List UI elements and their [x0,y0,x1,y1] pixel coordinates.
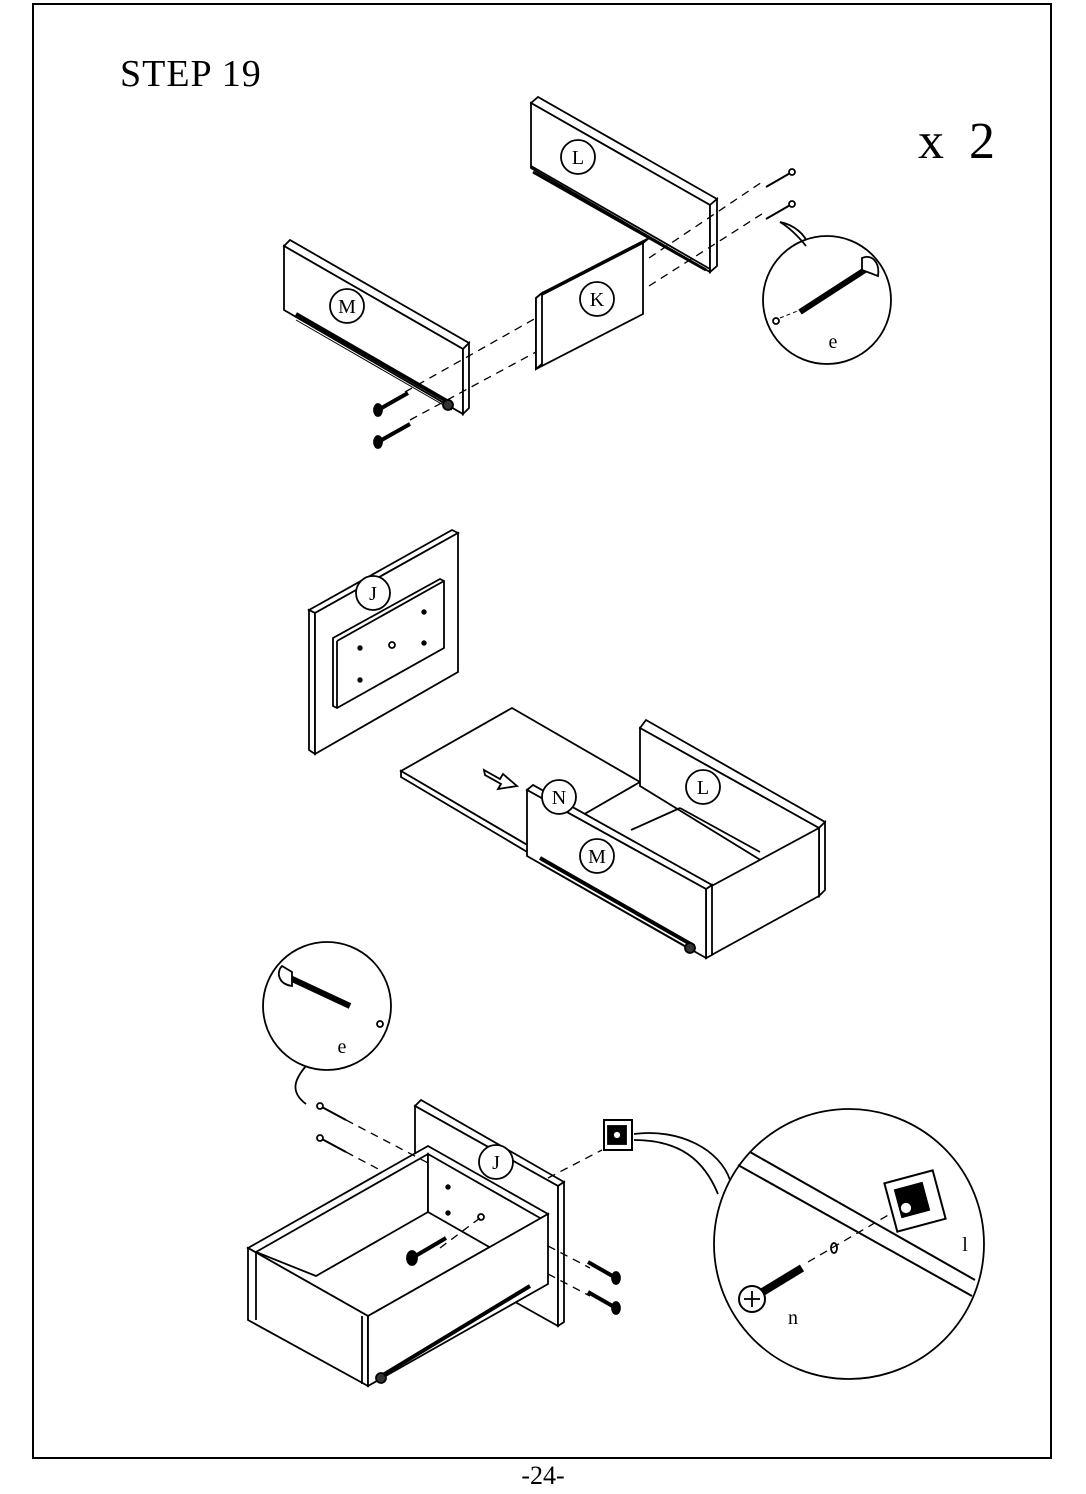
knob-icon-small [604,1120,632,1150]
label-m-top: M [338,296,356,318]
knob-detail-magnifier [634,1109,984,1379]
screw-icon-top-left-2 [374,424,410,448]
screw-icon-top-right-1 [766,169,795,187]
screw-detail-magnifier-bottom [263,942,391,1104]
drawer-box-middle [401,708,825,958]
label-n: N [552,787,566,809]
page-number: -24- [0,1461,1086,1491]
label-screw-n: n [788,1307,798,1329]
label-knob-l: l [962,1234,968,1256]
screw-detail-magnifier-top [763,222,891,364]
label-screw-e-top: e [829,331,838,353]
screw-icon-bottom-left-2 [317,1135,346,1152]
front-panel-j [309,530,458,754]
label-l-mid: L [697,777,709,799]
label-screw-e-bottom: e [338,1036,347,1058]
panel-l-top [531,97,717,272]
label-j-mid: J [369,583,377,605]
label-m-mid: M [588,846,606,868]
screw-icon-bottom-left-1 [317,1103,346,1120]
label-l-top: L [572,147,584,169]
panel-m-top [284,240,469,414]
screw-icon-bottom-right-1 [588,1262,620,1284]
screw-icon-top-left-1 [374,393,408,416]
label-j-bottom: J [492,1152,500,1174]
label-k: K [590,289,605,311]
screw-icon-top-right-2 [766,201,795,219]
screw-icon-bottom-right-2 [588,1292,620,1314]
